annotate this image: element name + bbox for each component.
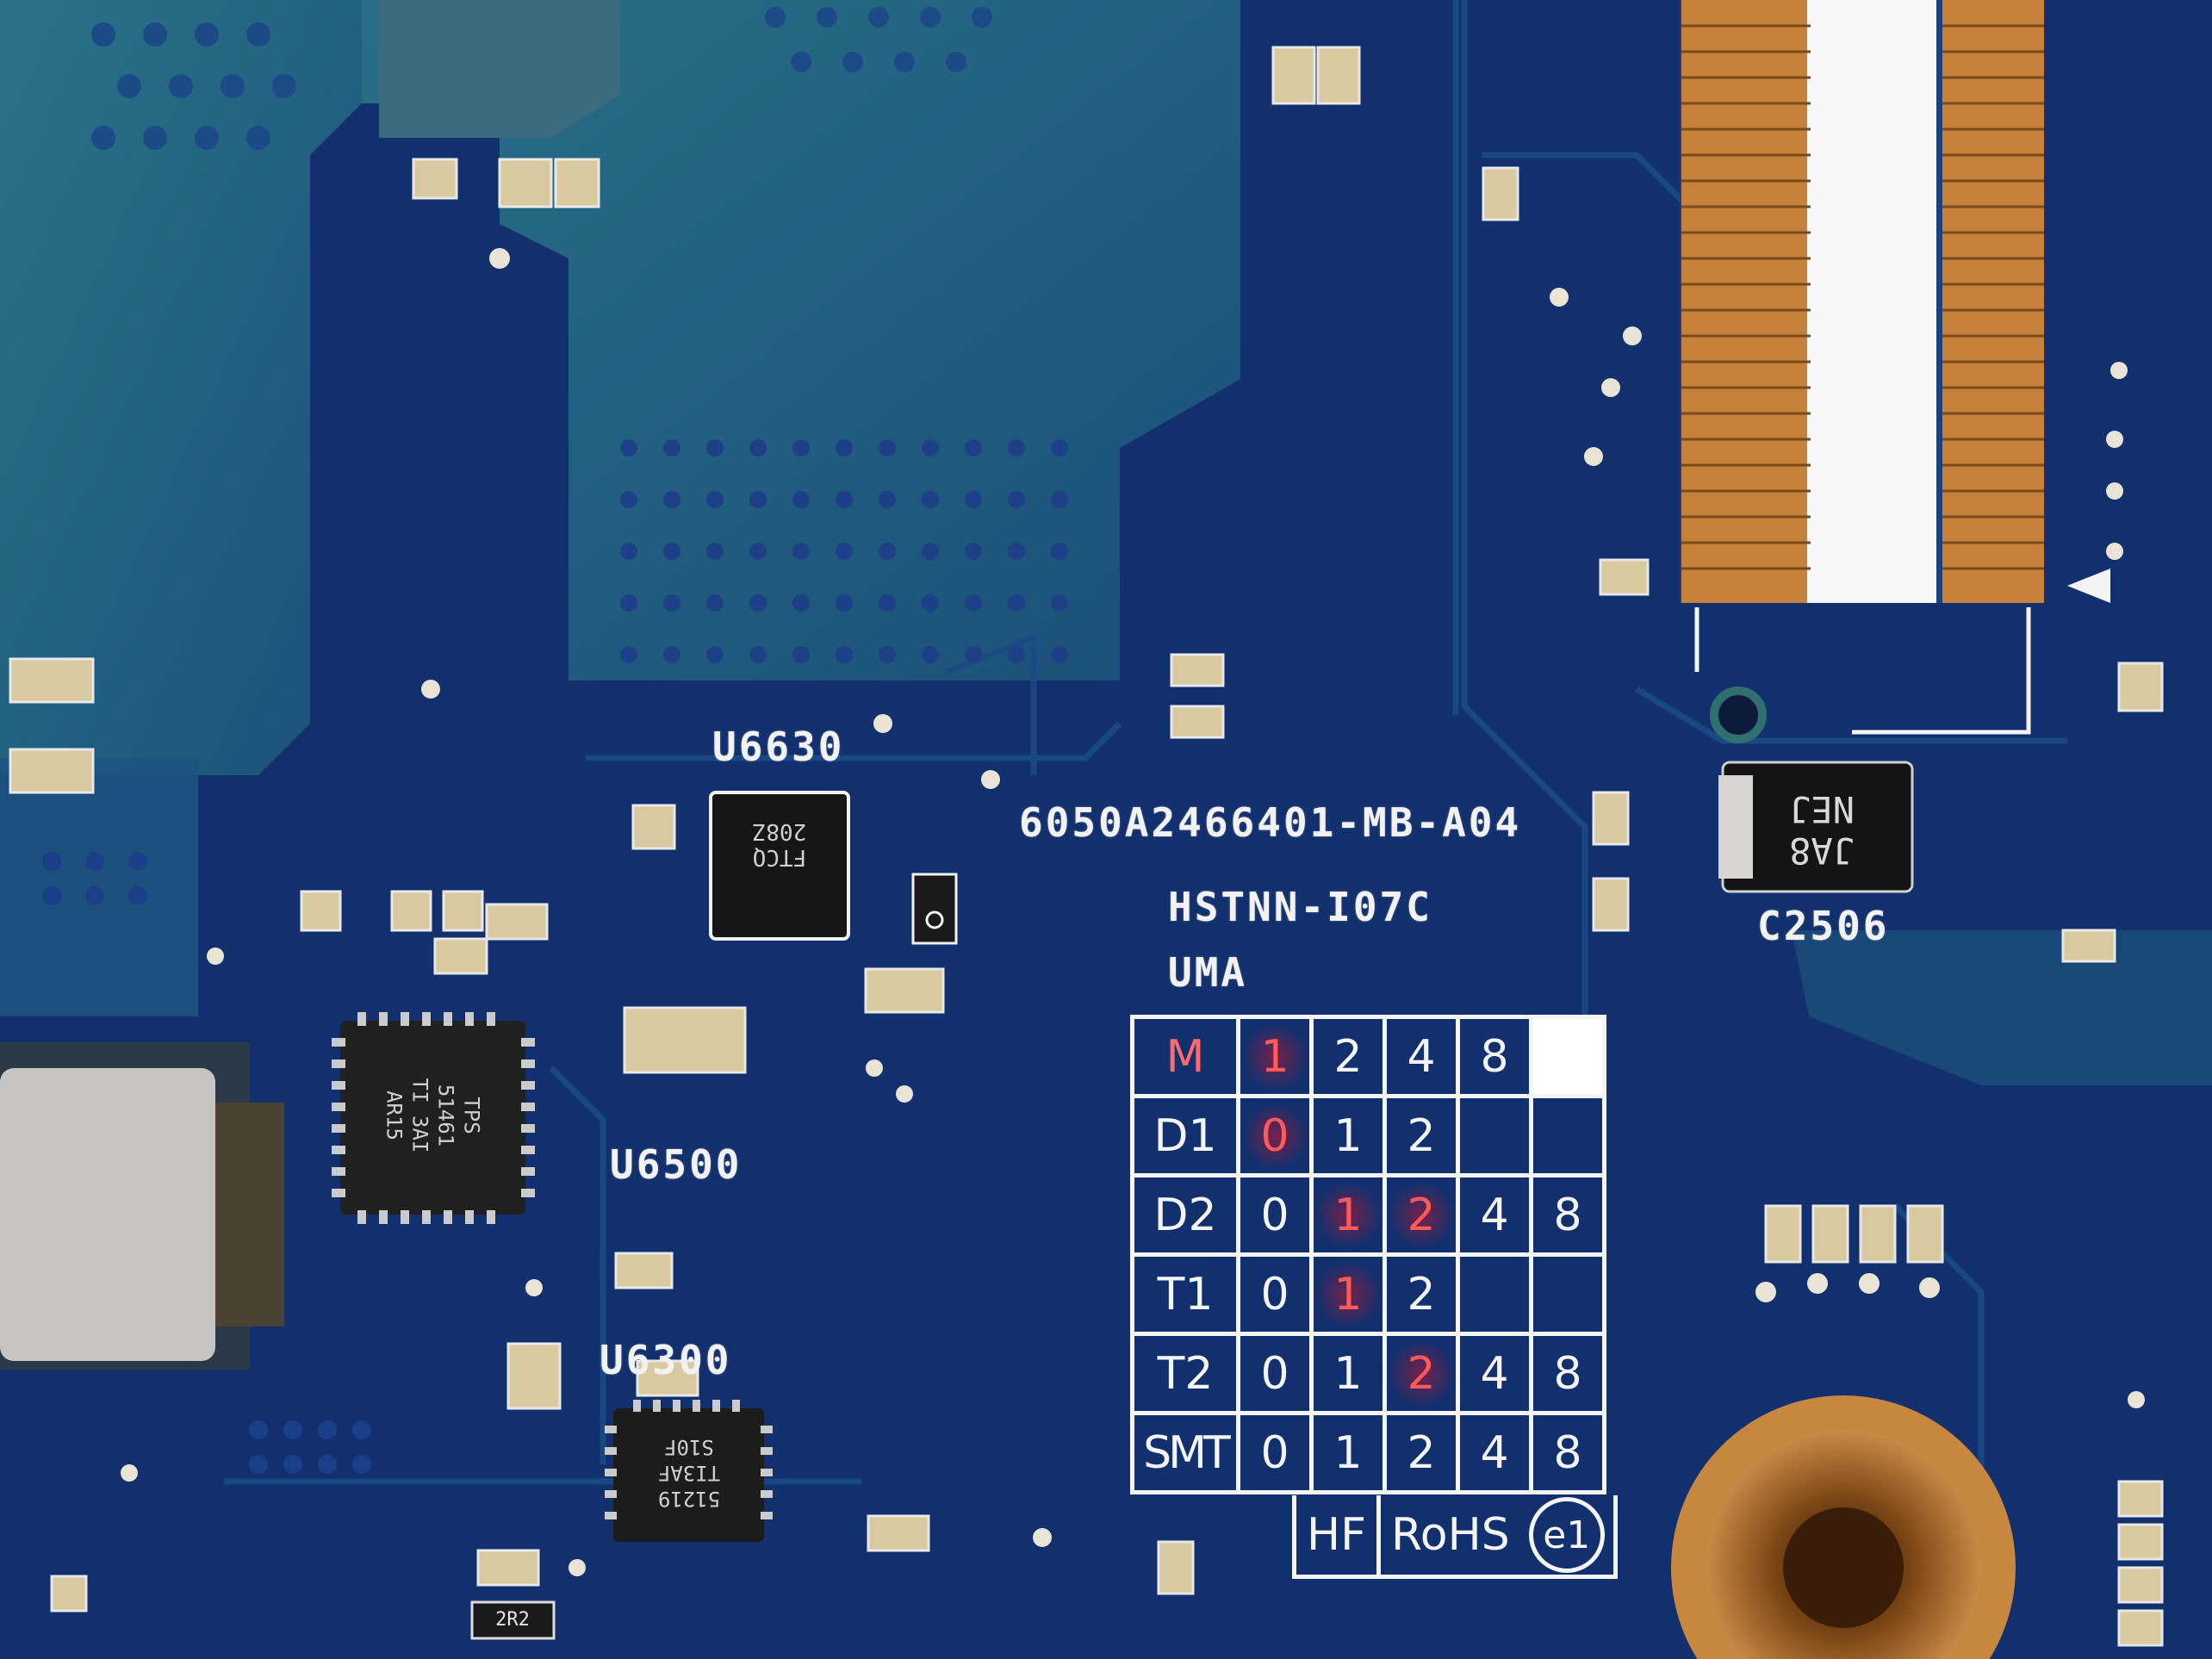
revision-cell: 0: [1236, 1411, 1314, 1494]
revision-row-label: SMT: [1130, 1411, 1240, 1494]
revision-cell: 8: [1529, 1411, 1606, 1494]
via-array-center: [620, 439, 1068, 663]
revision-cell: 4: [1456, 1411, 1533, 1494]
via-array-bottomleft: [42, 852, 371, 1474]
revision-cell: 0: [1236, 1173, 1314, 1257]
revision-cell: 1: [1236, 1015, 1314, 1098]
copper-pour-topmid: [379, 0, 620, 138]
board-part-number: 6050A2466401-MB-A04: [1019, 799, 1522, 846]
revision-row-label: M: [1130, 1015, 1240, 1098]
revision-cell: 0: [1236, 1094, 1314, 1177]
ic-u6630: [709, 791, 850, 941]
revision-cell: 0: [1236, 1252, 1314, 1336]
revision-cell: [1529, 1094, 1606, 1177]
e1-mark: e1: [1528, 1497, 1605, 1573]
revision-cell: 1: [1309, 1332, 1387, 1415]
copper-pour-left: [0, 0, 362, 775]
inductor: [0, 1042, 284, 1370]
revision-cell: [1529, 1252, 1606, 1336]
revision-cell: 8: [1529, 1173, 1606, 1257]
pin1-arrow-icon: [2067, 569, 2110, 603]
ic-u6500: [332, 1012, 535, 1224]
board-variant: UMA: [1168, 949, 1248, 996]
revision-cell: 4: [1456, 1173, 1533, 1257]
refdes-u6630: U6630: [712, 724, 845, 770]
revision-cell: [1529, 1015, 1606, 1098]
refdes-u6300: U6300: [600, 1337, 732, 1383]
ffc-connector: [1680, 0, 2110, 743]
revision-cell: 2: [1309, 1015, 1387, 1098]
u6630-marking: FTCQ 208Z: [752, 818, 807, 870]
via-array-topleft: [91, 7, 992, 150]
inductor-2r2-marking: 2R2: [495, 1609, 530, 1631]
hf-mark: HF: [1307, 1509, 1367, 1561]
revision-cell: 4: [1382, 1015, 1460, 1098]
revision-cell: 2: [1382, 1332, 1460, 1415]
revision-row-label: D2: [1130, 1173, 1240, 1257]
revision-row-label: T2: [1130, 1332, 1240, 1415]
revision-cell: 8: [1529, 1332, 1606, 1415]
revision-cell: 1: [1309, 1094, 1387, 1177]
revision-cell: 0: [1236, 1332, 1314, 1415]
copper-pour-left-lower: [0, 758, 198, 1016]
ic-u6300: [605, 1400, 773, 1542]
capacitor-c2506-terminal: [1718, 775, 1753, 879]
copper-pour-right: [1792, 930, 2212, 1085]
revision-cell: 8: [1456, 1015, 1533, 1098]
cert-divider: [1376, 1495, 1382, 1575]
refdes-c2506: C2506: [1757, 903, 1890, 949]
rohs-mark: RoHS: [1391, 1509, 1510, 1561]
revision-cell: 2: [1382, 1252, 1460, 1336]
inductor-2r2: [470, 1600, 556, 1640]
revision-cell: 2: [1382, 1411, 1460, 1494]
revision-cell: [1456, 1094, 1533, 1177]
revision-cell: 1: [1309, 1411, 1387, 1494]
revision-cell: 1: [1309, 1252, 1387, 1336]
revision-cell: 2: [1382, 1173, 1460, 1257]
mounting-hole: [1671, 1395, 2016, 1659]
revision-cell: 1: [1309, 1173, 1387, 1257]
revision-cell: 4: [1456, 1332, 1533, 1415]
smd-passives: [9, 46, 2164, 1647]
u6500-marking: TPS 51461 TI 3AI AR15: [382, 1078, 484, 1153]
board-model: HSTNN-I07C: [1168, 884, 1432, 930]
revision-row-label: D1: [1130, 1094, 1240, 1177]
test-pads: [121, 248, 2145, 1576]
certification-box: HF RoHS e1: [1292, 1495, 1618, 1579]
revision-cell: [1456, 1252, 1533, 1336]
u6300-marking: 51219 TI3AF S10F: [657, 1435, 721, 1511]
c2506-marking: JA8 NEJ: [1789, 788, 1855, 872]
revision-row-label: T1: [1130, 1252, 1240, 1336]
revision-cell: 2: [1382, 1094, 1460, 1177]
refdes-u6500: U6500: [610, 1141, 743, 1188]
